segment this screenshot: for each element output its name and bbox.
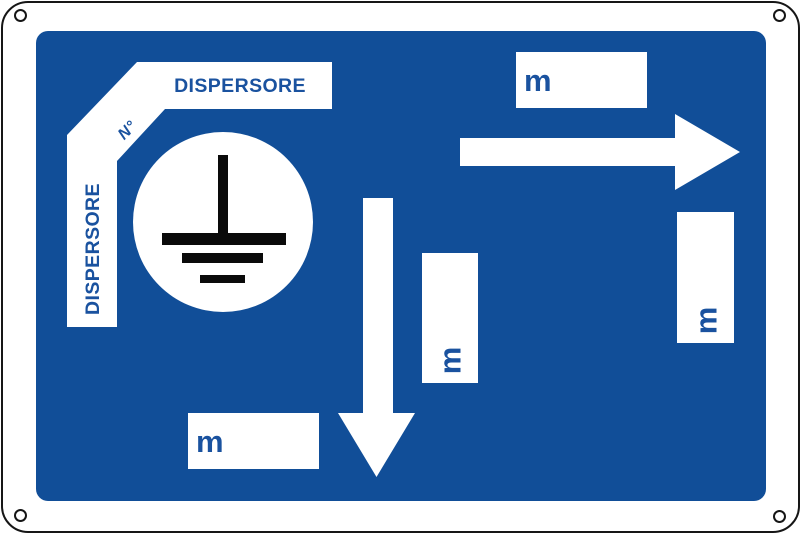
mounting-hole-icon: [773, 9, 786, 22]
dispersore-label-vertical: DISPERSORE: [81, 183, 104, 315]
distance-box-vertical-right: m: [677, 212, 734, 343]
ground-bar-middle: [182, 253, 263, 263]
dispersore-label-horizontal: DISPERSORE: [174, 74, 306, 97]
mounting-hole-icon: [773, 510, 786, 523]
ground-bar-top: [162, 233, 286, 245]
meter-unit-label: m: [432, 346, 468, 375]
meter-unit-label: m: [687, 306, 723, 335]
meter-unit-label: m: [196, 423, 224, 459]
earth-ground-symbol-icon: [133, 132, 313, 312]
ground-stem: [218, 155, 228, 245]
meter-unit-label: m: [524, 62, 552, 98]
ground-bar-bottom: [200, 275, 245, 283]
arrow-right-icon: [460, 114, 740, 190]
arrow-down-icon: [338, 198, 415, 477]
distance-box-bottom: m: [188, 413, 319, 469]
mounting-hole-icon: [14, 509, 27, 522]
mounting-hole-icon: [14, 9, 27, 22]
distance-box-top: m: [516, 52, 647, 108]
distance-box-vertical-middle: m: [422, 253, 478, 383]
